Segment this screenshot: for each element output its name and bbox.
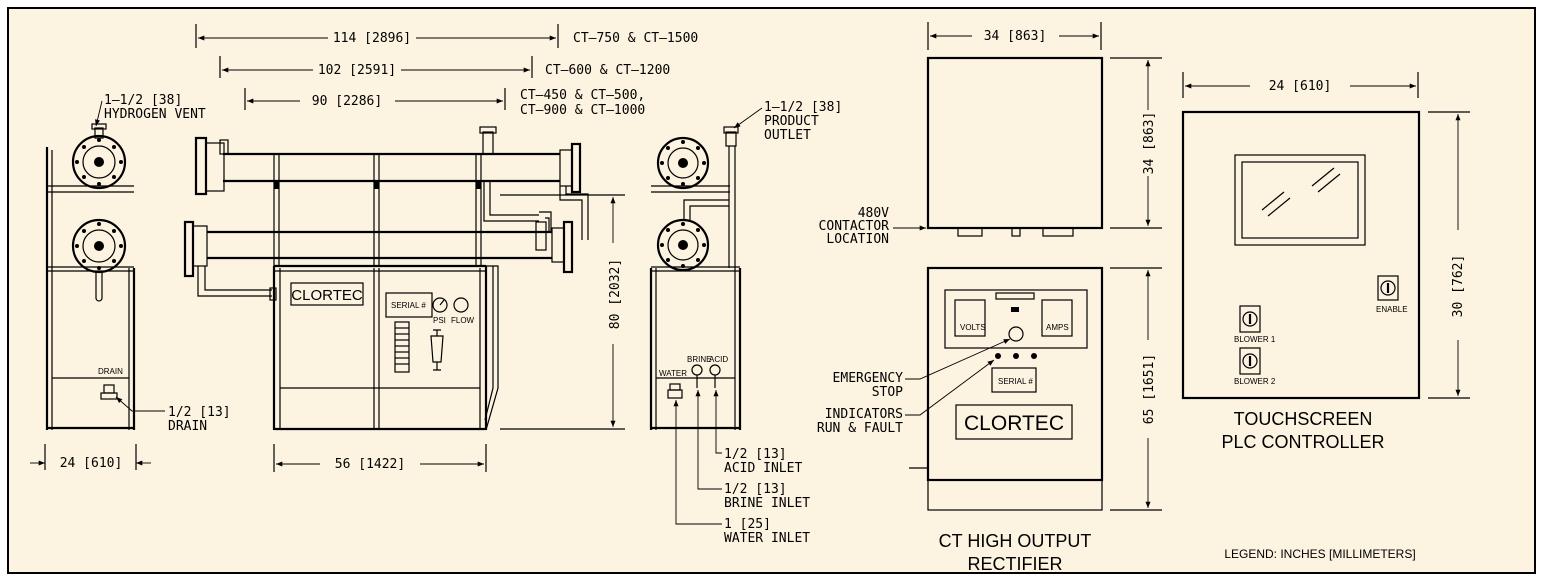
rectifier-title-2: RECTIFIER: [967, 554, 1062, 574]
brine-label: BRINE: [687, 355, 711, 364]
contactor-callout-3: LOCATION: [826, 232, 889, 247]
dim-102: 102 [2591]: [318, 63, 396, 78]
plc-title-2: PLC CONTROLLER: [1221, 432, 1384, 452]
water-callout-1: 1 [25]: [724, 517, 771, 532]
flow-label: FLOW: [451, 316, 475, 325]
upper-flange-icon: [71, 134, 127, 190]
model-note-102: CT–600 & CT–1200: [545, 63, 670, 78]
blower2-label: BLOWER 2: [1234, 377, 1276, 386]
acid-callout-2: ACID INLET: [724, 461, 802, 476]
product-callout-3: OUTLET: [764, 128, 811, 143]
acid-callout-1: 1/2 [13]: [724, 447, 787, 462]
lower-flange-icon: [71, 218, 127, 274]
dim-34-width: 34 [863]: [984, 29, 1047, 44]
model-note-90-a: CT–450 & CT–500,: [520, 88, 645, 103]
plc-title-1: TOUCHSCREEN: [1234, 409, 1373, 429]
estop-callout-2: STOP: [872, 385, 903, 400]
level-gauge-icon: [395, 327, 409, 365]
blower1-label: BLOWER 1: [1234, 335, 1276, 344]
amps-label: AMPS: [1046, 323, 1069, 332]
right-end-view: WATER BRINE ACID: [649, 126, 742, 430]
drain-callout-1: 1/2 [13]: [168, 405, 231, 420]
dim-24-left: 24 [610]: [60, 456, 123, 471]
dim-24-plc: 24 [610]: [1269, 79, 1332, 94]
dim-114: 114 [2896]: [333, 31, 411, 46]
contactor-callout-2: CONTACTOR: [819, 219, 890, 234]
right-lower-flange-icon: [656, 218, 710, 272]
product-callout-2: PRODUCT: [764, 114, 819, 129]
enable-label: ENABLE: [1376, 305, 1408, 314]
indicators-callout-2: RUN & FAULT: [817, 421, 903, 436]
volts-label: VOLTS: [960, 323, 986, 332]
legend-text: LEGEND: INCHES [MILLIMETERS]: [1224, 547, 1415, 561]
dim-56: 56 [1422]: [335, 457, 405, 472]
water-label: WATER: [659, 369, 687, 378]
model-note-90-b: CT–900 & CT–1000: [520, 103, 645, 118]
contactor-callout-1: 480V: [858, 206, 889, 221]
acid-label: ACID: [709, 355, 728, 364]
rectifier-top-view: 34 [863] 34 [863]: [926, 22, 1162, 237]
plc-controller-view: 24 [610] ENABLE BLOWER 1 BLOWER 2 30 [76…: [1181, 72, 1470, 400]
rectifier-title-1: CT HIGH OUTPUT: [939, 531, 1092, 551]
brine-callout-2: BRINE INLET: [724, 496, 810, 511]
main-front-view: CLORTEC SERIAL # PSI FLOW: [183, 126, 589, 431]
psi-label: PSI: [433, 316, 446, 325]
estop-callout-1: EMERGENCY: [833, 371, 904, 386]
dim-90: 90 [2286]: [312, 94, 382, 109]
right-upper-flange-icon: [656, 136, 710, 190]
dim-65-height: 65 [1651]: [1142, 354, 1157, 424]
product-callout-1: 1–1/2 [38]: [764, 100, 842, 115]
water-callout-2: WATER INLET: [724, 531, 810, 546]
vent-callout-1: 1–1/2 [38]: [104, 93, 182, 108]
drain-label-small: DRAIN: [98, 367, 123, 376]
model-note-114: CT–750 & CT–1500: [573, 31, 698, 46]
length-dimensions: 114 [2896] CT–750 & CT–1500 102 [2591] C…: [195, 24, 698, 118]
serial-label-main: SERIAL #: [391, 301, 426, 310]
brand-rectifier: CLORTEC: [964, 412, 1064, 435]
dim-30-plc: 30 [762]: [1451, 255, 1466, 318]
indicators-callout-1: INDICATORS: [825, 407, 903, 422]
drain-callout-2: DRAIN: [168, 419, 207, 434]
dim-80: 80 [2032]: [608, 259, 623, 329]
rectifier-front-view: VOLTS AMPS SERIAL # CLORTEC: [909, 266, 1104, 511]
indicator-lights-icon: [995, 353, 1037, 359]
brand-main: CLORTEC: [291, 287, 363, 304]
vent-callout-2: HYDROGEN VENT: [104, 107, 206, 122]
brine-callout-1: 1/2 [13]: [724, 482, 787, 497]
left-end-view: DRAIN: [45, 123, 136, 430]
dim-34-height: 34 [863]: [1142, 112, 1157, 175]
serial-label-rectifier: SERIAL #: [998, 377, 1033, 386]
